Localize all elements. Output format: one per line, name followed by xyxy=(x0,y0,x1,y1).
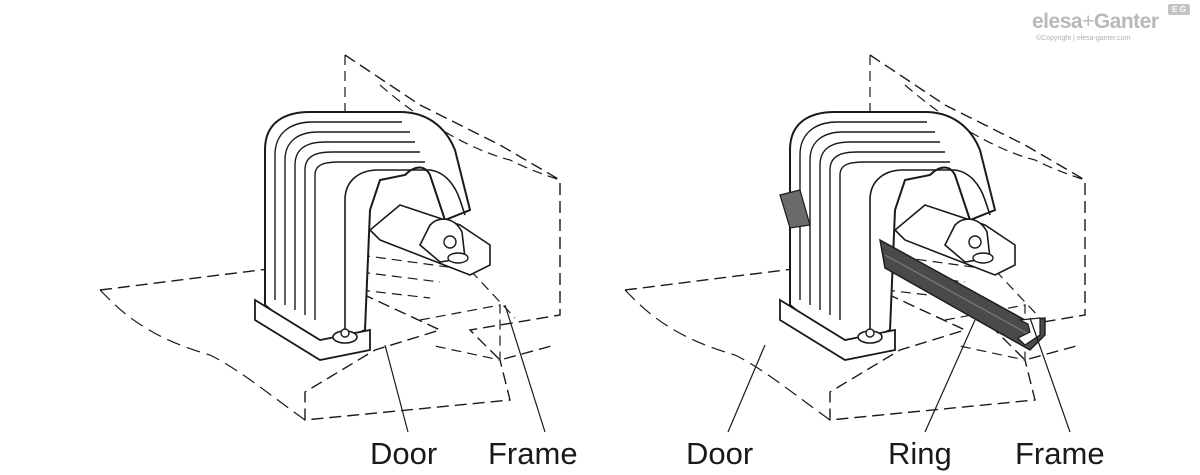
left-frame-label: Frame xyxy=(488,436,578,471)
copyright-text: ©Copyright | elesa-ganter.com xyxy=(1036,35,1131,42)
left-frame-leader xyxy=(504,304,546,433)
brand-wordmark: elesa+Ganter xyxy=(1032,10,1159,34)
left-door-leader xyxy=(384,344,409,433)
right-door-label: Door xyxy=(686,436,754,471)
brand-plus: + xyxy=(1082,10,1094,33)
brand-left: elesa xyxy=(1032,10,1083,33)
left-hinge-illustration xyxy=(99,54,561,433)
brand-right: Ganter xyxy=(1093,10,1159,33)
left-door-label: Door xyxy=(370,436,438,471)
right-ring-leader xyxy=(924,319,976,433)
brand-logo: E G elesa+Ganter ©Copyright | elesa-gant… xyxy=(1030,4,1195,44)
right-frame-label: Frame xyxy=(1015,436,1105,471)
right-ring-label: Ring xyxy=(888,436,952,471)
right-door-leader xyxy=(727,344,766,433)
eg-badge: E G xyxy=(1168,4,1190,15)
right-frame-leader xyxy=(1029,317,1071,433)
right-hinge-illustration xyxy=(624,54,1086,433)
